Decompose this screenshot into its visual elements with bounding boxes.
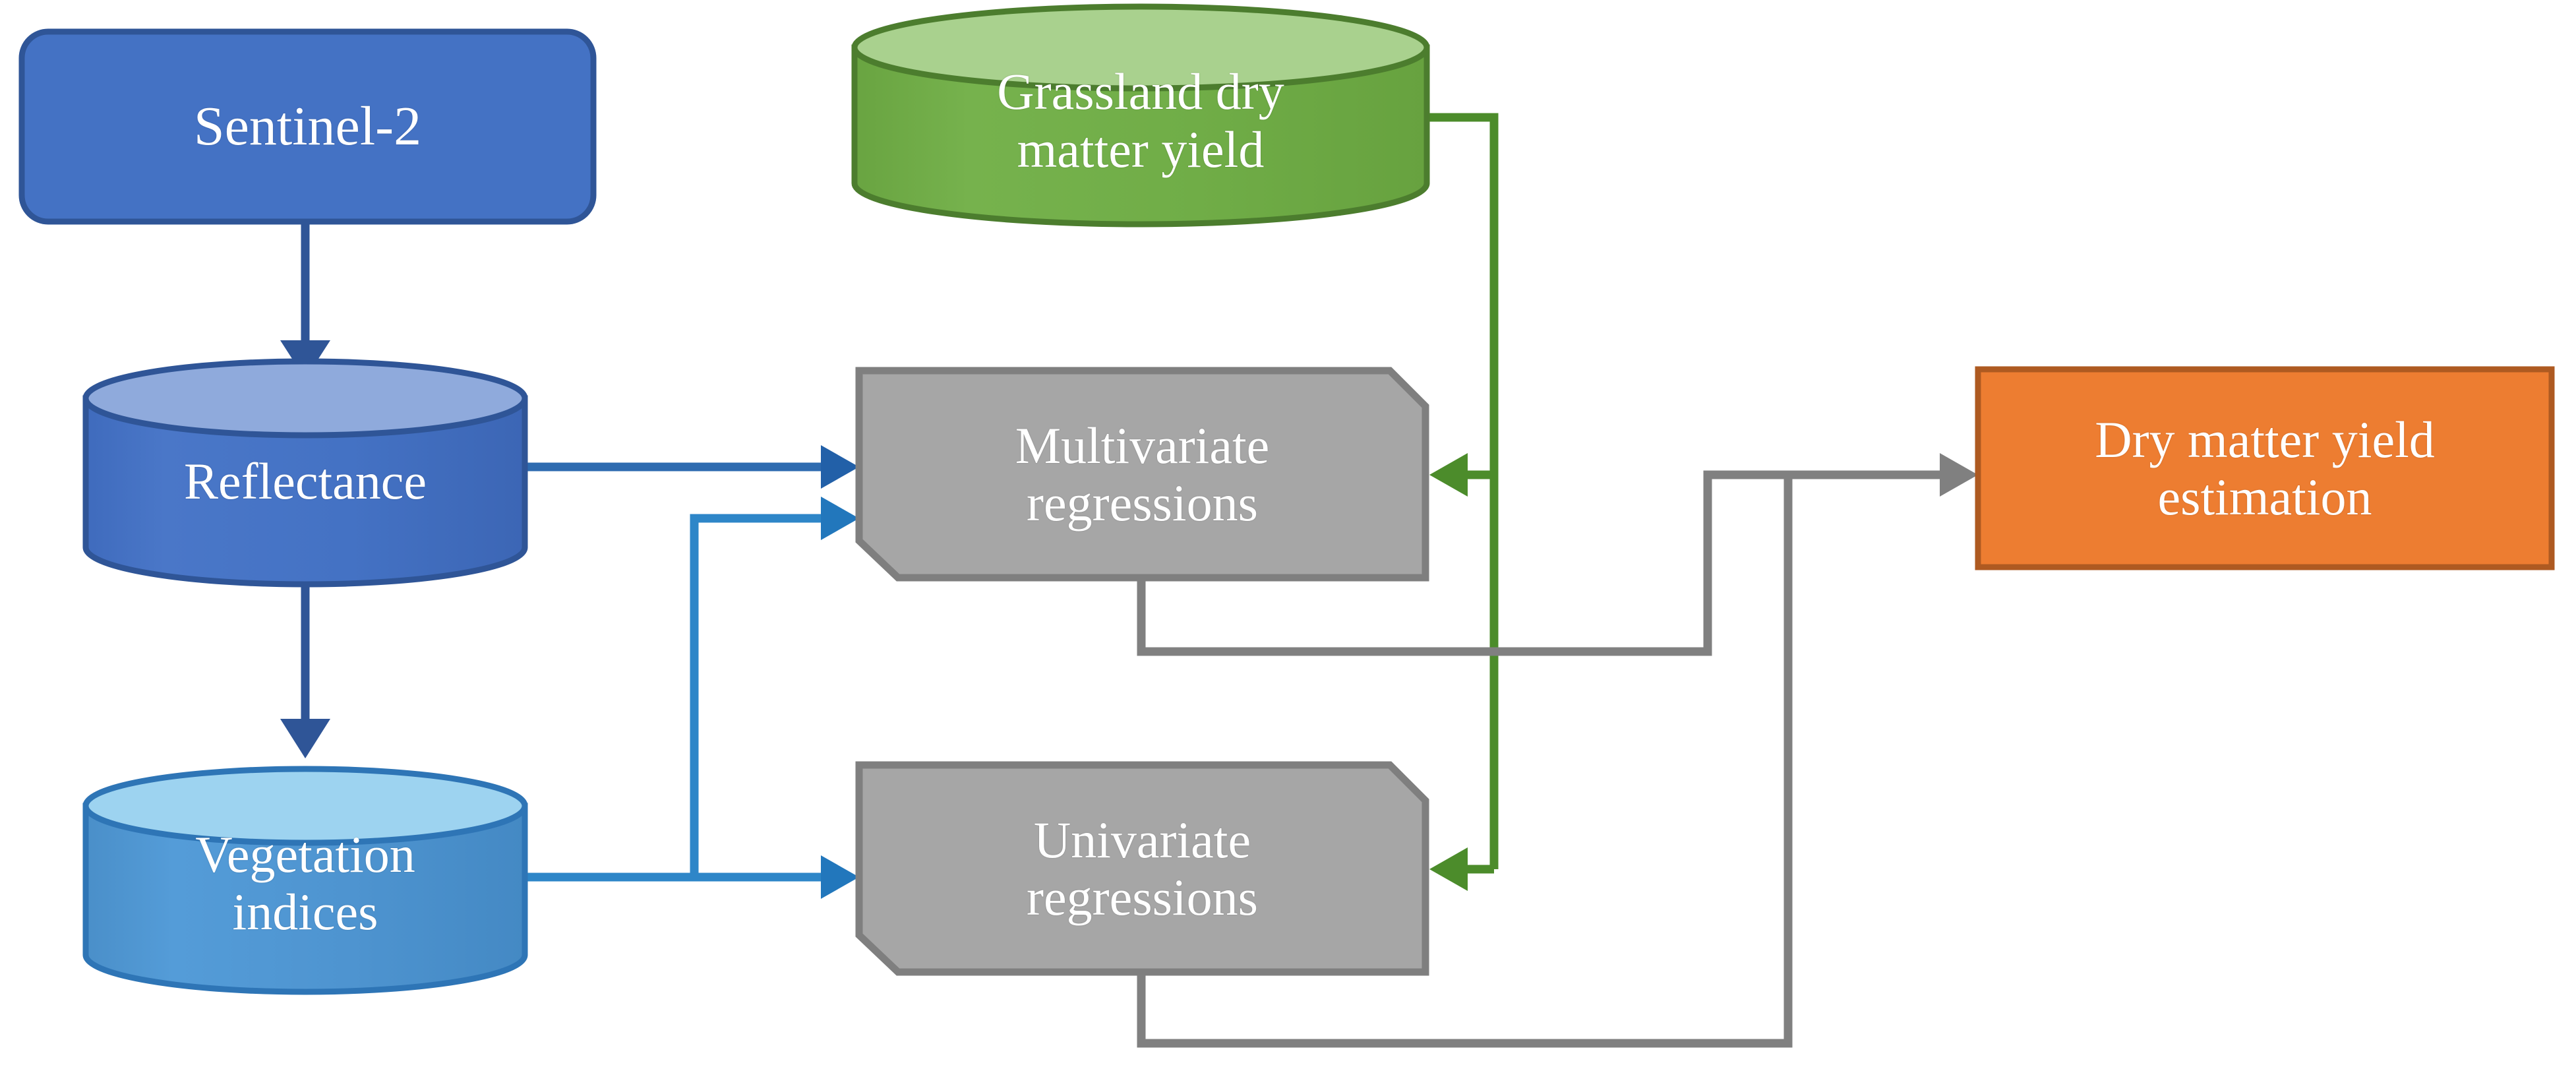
node-multivariate-regressions[interactable] xyxy=(855,367,1429,582)
edge-reflectance-to-multivariate xyxy=(527,445,859,489)
node-univariate-regressions[interactable] xyxy=(855,761,1429,976)
edge-sentinel-to-reflectance xyxy=(280,222,330,379)
edge-univariate-to-estimation xyxy=(1137,475,1793,1048)
node-grassland-dry-matter-yield[interactable] xyxy=(851,3,1430,228)
edge-vegetation-to-multivariate xyxy=(690,497,859,877)
node-dry-matter-yield-estimation[interactable] xyxy=(1975,366,2555,570)
node-sentinel-2[interactable] xyxy=(18,28,597,225)
edge-vegetation-to-univariate xyxy=(527,855,859,899)
node-reflectance[interactable] xyxy=(82,358,528,588)
edge-reflectance-to-vegetation xyxy=(280,580,330,758)
edge-grassland-to-regressions xyxy=(1427,113,1499,891)
node-vegetation-indices[interactable] xyxy=(82,766,528,995)
